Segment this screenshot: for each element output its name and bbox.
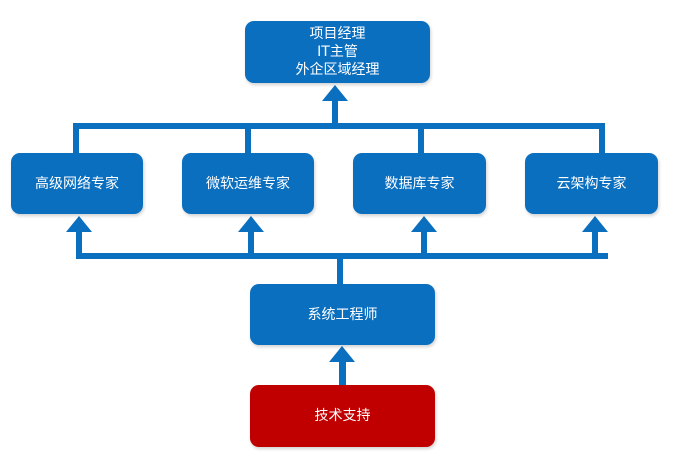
project-manager-box: 项目经理 IT主管 外企区域经理 [245, 21, 430, 83]
arrow-to-ops [238, 216, 264, 232]
cloud-expert-label: 云架构专家 [556, 175, 627, 192]
tech-support-label: 技术支持 [314, 408, 371, 424]
lower-stem-ops [248, 231, 254, 259]
database-expert-label: 数据库专家 [384, 175, 455, 192]
arrow-to-network [66, 216, 92, 232]
tech-support-box: 技术支持 [250, 385, 435, 447]
upper-drop-ops [245, 123, 251, 153]
system-stem [337, 253, 343, 284]
arrow-to-db [411, 216, 437, 232]
system-engineer-box: 系统工程师 [250, 284, 435, 345]
database-expert-box: 数据库专家 [353, 153, 486, 214]
upper-bus-line [73, 123, 605, 129]
cloud-expert-box: 云架构专家 [525, 153, 658, 214]
top-box-line-2: IT主管 [317, 44, 358, 60]
lower-stem-cloud [592, 231, 598, 259]
upper-stem [332, 100, 338, 129]
ops-expert-label: 微软运维专家 [206, 175, 290, 192]
lower-stem-network [76, 231, 82, 259]
lower-stem-db [421, 231, 427, 259]
upper-drop-cloud [599, 123, 605, 153]
arrow-to-top [322, 85, 348, 101]
upper-drop-network [73, 123, 79, 153]
network-expert-label: 高级网络专家 [35, 175, 119, 192]
upper-drop-db [418, 123, 424, 153]
network-expert-box: 高级网络专家 [11, 153, 143, 214]
arrow-to-system [329, 346, 355, 362]
top-box-line-1: 项目经理 [309, 26, 366, 42]
tech-stem [339, 361, 346, 385]
arrow-to-cloud [582, 216, 608, 232]
top-box-line-3: 外企区域经理 [295, 62, 380, 78]
system-engineer-label: 系统工程师 [307, 306, 378, 323]
ops-expert-box: 微软运维专家 [182, 153, 314, 214]
